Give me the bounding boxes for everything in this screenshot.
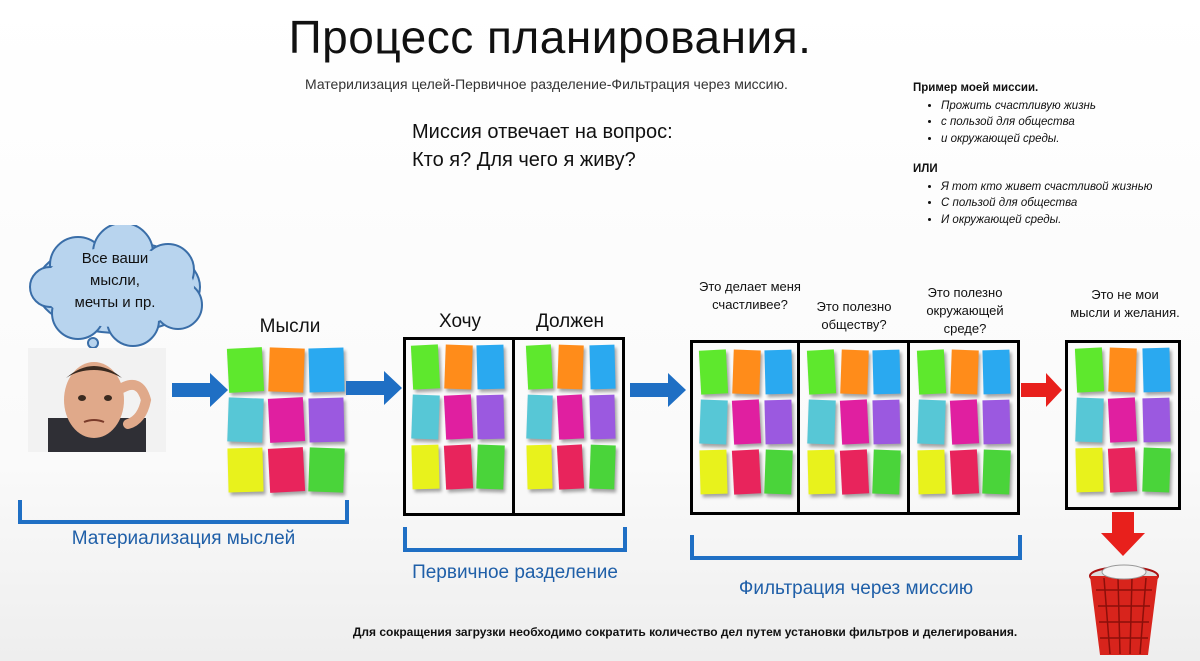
bracket-primary [403, 527, 627, 552]
mission-question: Миссия отвечает на вопрос: Кто я? Для че… [412, 118, 673, 174]
bracket-primary-label: Первичное разделение [412, 562, 618, 583]
or-label: ИЛИ [913, 163, 938, 175]
thinking-man-image [28, 348, 166, 452]
filter-environment-label: Это полезно окружающей среде? [926, 285, 1004, 336]
bracket-filtration-label: Фильтрация через миссию [738, 578, 974, 599]
arrow-down-icon [1101, 512, 1145, 556]
filter-happier-label: Это делает меня счастливее? [699, 279, 801, 312]
filter-environment-box [907, 340, 1020, 515]
list-item: с пользой для общества [941, 114, 1153, 131]
mission-example-list-2: Я тот кто живет счастливой жизнью С поль… [913, 179, 1153, 229]
cloud-line: мысли, [90, 272, 140, 289]
cloud-line: Все ваши [81, 250, 149, 267]
want-label: Хочу [438, 311, 481, 332]
must-box [512, 337, 625, 516]
mission-example: Пример моей миссии. Прожить счастливую ж… [913, 80, 1153, 228]
bracket-filtration [690, 535, 1022, 560]
mission-example-heading: Пример моей миссии. [913, 82, 1039, 94]
footer-note: Для сокращения загрузки необходимо сокра… [352, 625, 1018, 639]
subtitle: Материлизация целей-Первичное разделение… [305, 76, 788, 92]
arrow-right-icon [630, 373, 686, 407]
not-mine-label: Это не мои мысли и желания. [1070, 287, 1180, 320]
arrow-right-icon [1021, 373, 1062, 407]
bracket-materialization-label: Материализация мыслей [71, 528, 296, 549]
must-label: Должен [535, 311, 605, 332]
arrow-right-icon [346, 371, 402, 405]
list-item: Я тот кто живет счастливой жизнью [941, 179, 1153, 196]
mission-question-line1: Миссия отвечает на вопрос: [412, 121, 673, 143]
list-item: С пользой для общества [941, 195, 1153, 212]
filter-society-label: Это полезно обществу? [816, 299, 892, 332]
mission-example-list-1: Прожить счастливую жизнь с пользой для о… [913, 98, 1153, 148]
bracket-materialization [18, 500, 349, 524]
cloud-line: мечты и пр. [74, 294, 156, 311]
trash-basket-icon [1089, 564, 1159, 655]
rejected-box [1065, 340, 1181, 510]
mission-question-line2: Кто я? Для чего я живу? [412, 149, 636, 171]
arrow-right-icon [172, 373, 228, 407]
list-item: Прожить счастливую жизнь [941, 98, 1153, 115]
page-title: Процесс планирования. [288, 11, 812, 63]
list-item: И окружающей среды. [941, 212, 1153, 229]
thoughts-label: Мысли [259, 316, 321, 337]
cloud-text: Все ваши мысли, мечты и пр. [60, 248, 170, 314]
thought-cloud-icon [29, 225, 203, 349]
list-item: и окружающей среды. [941, 131, 1153, 148]
